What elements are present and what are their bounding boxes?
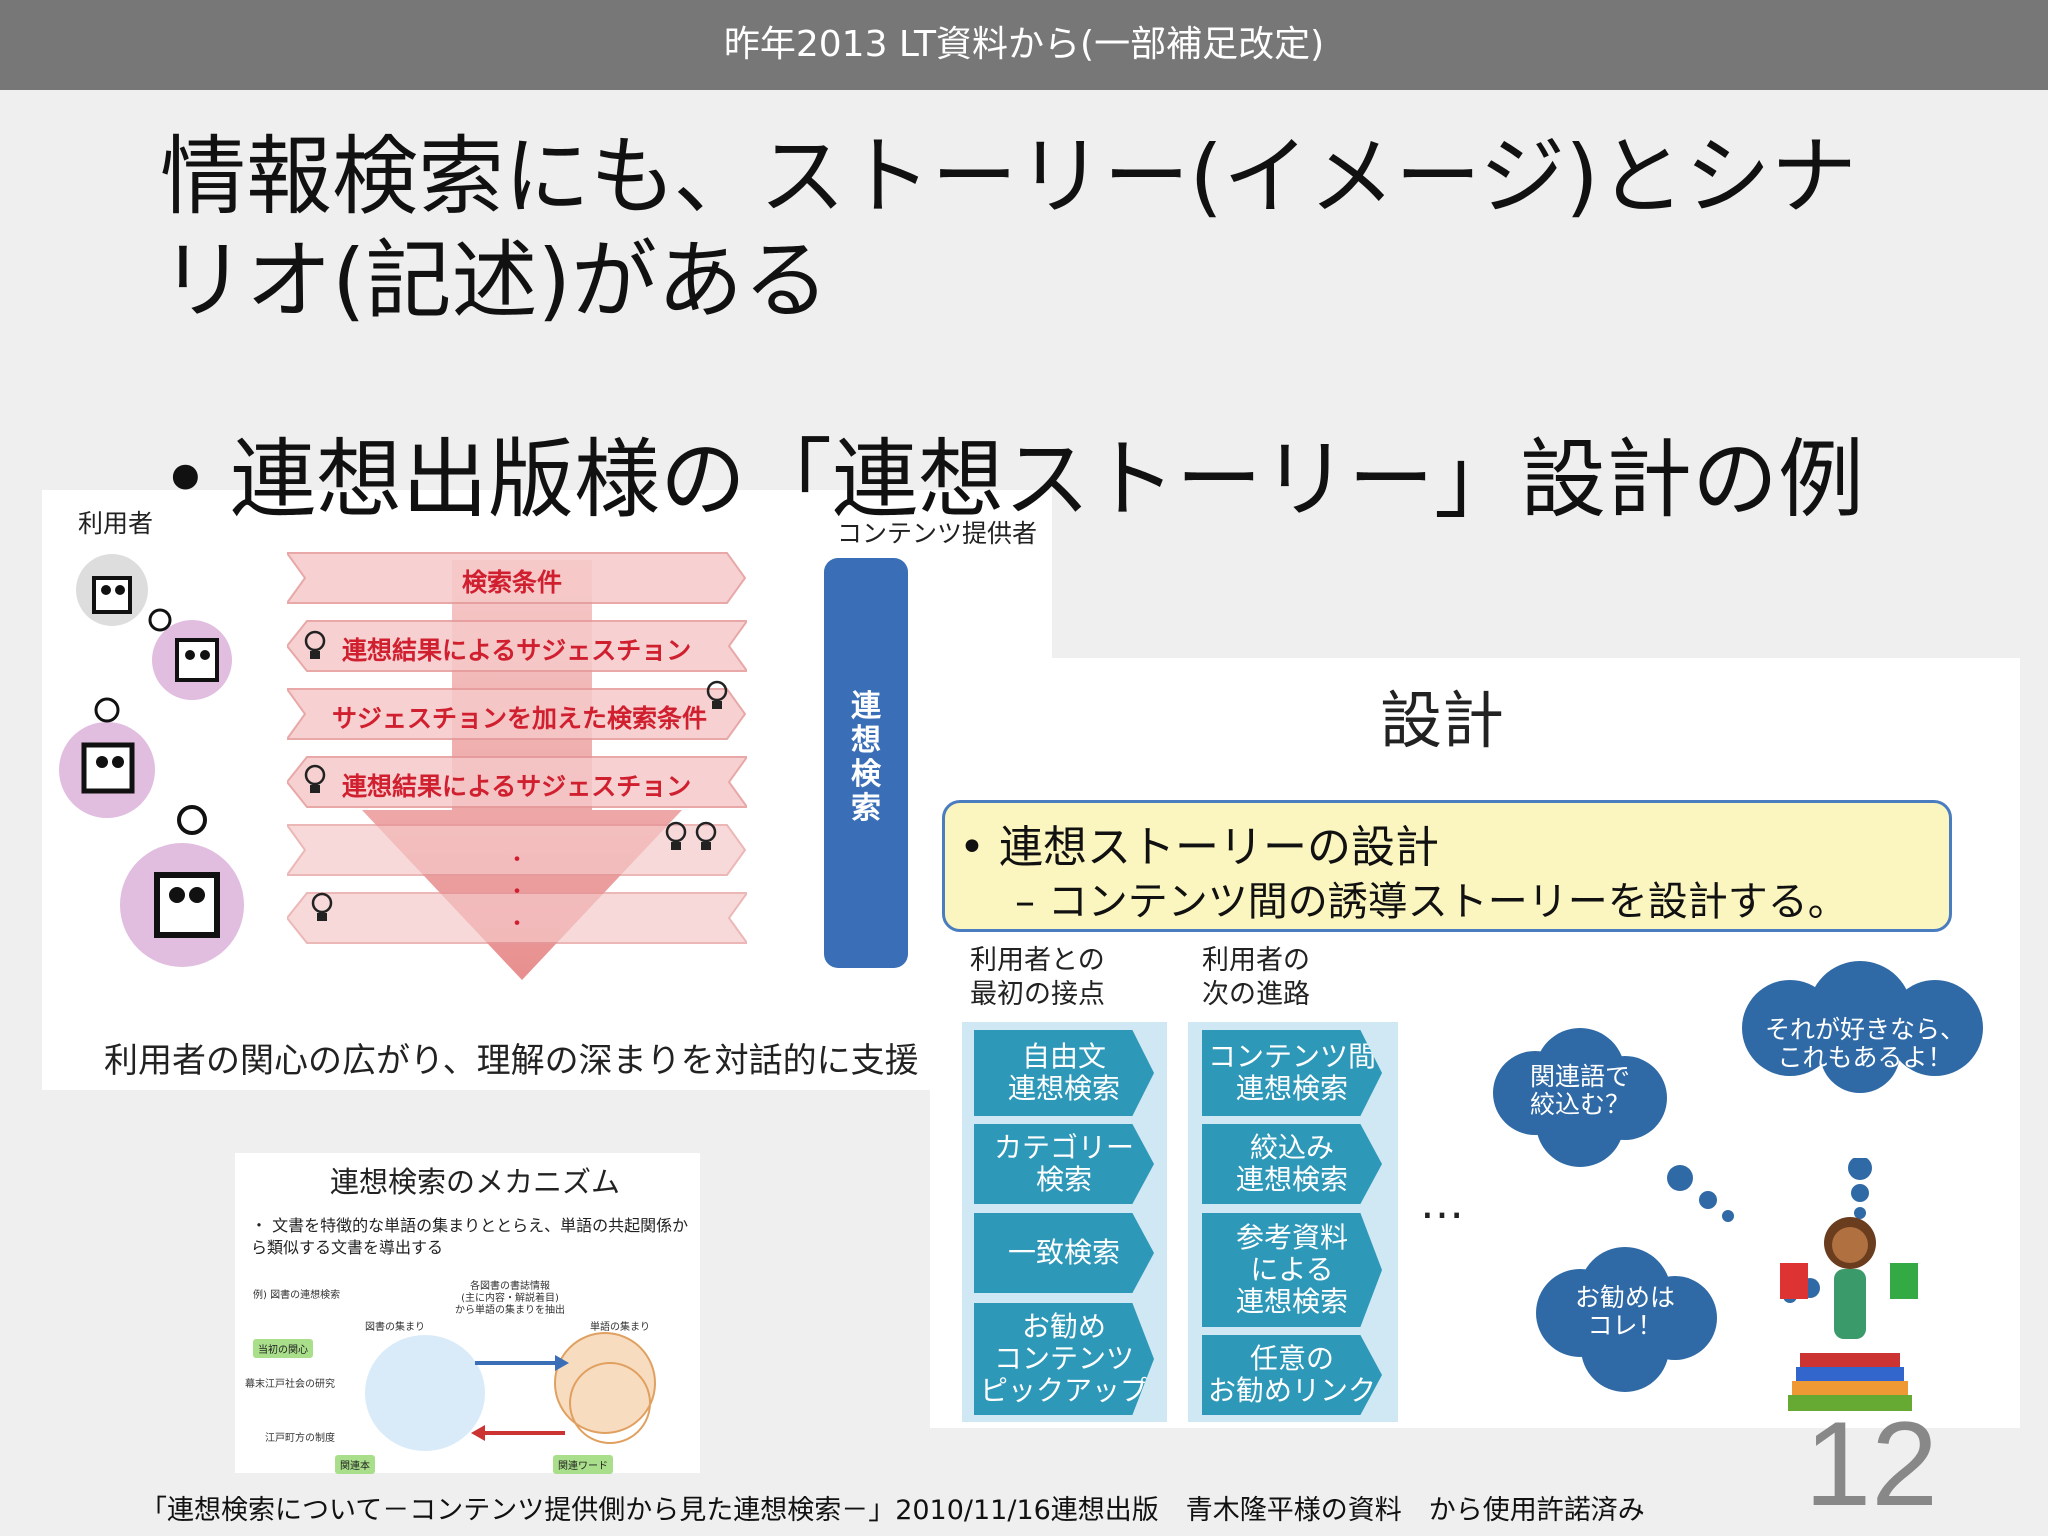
provider-label: コンテンツ提供者 <box>837 519 1038 548</box>
step-chevron-6 <box>287 892 747 944</box>
inset-description: ・ 文書を特徴的な単語の集まりととらえ、単語の共起関係から類似する文書を導出する <box>251 1216 689 1257</box>
reader-person-icon <box>1780 1217 1918 1411</box>
step-chevron-1 <box>287 552 747 604</box>
continuation-dots: ・ ・ ・ <box>506 848 529 937</box>
thought-cloud-icon <box>1742 961 1983 1093</box>
lightbulb-icon <box>304 630 326 659</box>
inset-topic1: 幕末江戸社会の研究 <box>245 1379 335 1390</box>
design-figure: 設計 • 連想ストーリーの設計 – コンテンツ間の誘導ストーリーを設計する。 利… <box>930 658 2020 1428</box>
association-search-bar <box>824 558 908 968</box>
lightbulb-icon <box>706 680 728 709</box>
thought-cloud-icon <box>1493 1028 1667 1167</box>
user-icon <box>148 608 232 700</box>
inset-info-label: 各図書の書誌情報 (主に内容・解説着目) から単語の集まりを抽出 <box>455 1281 565 1316</box>
step-label-1: 検索条件 <box>462 568 563 597</box>
next-narrowing-search: 絞込み 連想検索 <box>1202 1124 1382 1204</box>
col1-heading: 利用者との 最初の接点 <box>970 945 1105 1010</box>
bullet-text: 連想出版様の「連想ストーリー」設計の例 <box>230 430 1864 530</box>
source-credit: 「連想検索について－コンテンツ提供側から見た連想検索－」2010/11/16連想… <box>140 1495 1645 1526</box>
step-label-4: 連想結果によるサジェスチョン <box>342 772 692 801</box>
entry-free-text-search: 自由文 連想検索 <box>974 1030 1154 1116</box>
entry-exact-search: 一致検索 <box>974 1213 1154 1293</box>
inset-books-label: 図書の集まり <box>365 1322 425 1333</box>
inset-title: 連想検索のメカニズム <box>330 1165 621 1199</box>
lightbulb-icon <box>665 821 717 850</box>
inset-related-book-tag: 関連本 <box>335 1455 375 1474</box>
next-inter-content-search: コンテンツ間 連想検索 <box>1202 1030 1382 1116</box>
inset-words-label: 単語の集まり <box>590 1322 650 1333</box>
entry-recommended-pickup: お勧め コンテンツ ピックアップ <box>974 1303 1154 1415</box>
step-chevron-4 <box>287 756 747 808</box>
step-chevron-5 <box>287 824 747 876</box>
next-recommended-link: 任意の お勧めリンク <box>1202 1335 1382 1415</box>
col2-heading: 利用者の 次の進路 <box>1202 945 1310 1010</box>
design-title: 設計 <box>1380 684 1505 757</box>
bullet-point: •連想出版様の「連想ストーリー」設計の例 <box>160 430 1864 530</box>
figure-caption: 利用者の関心の広がり、理解の深まりを対話的に支援 <box>104 1041 919 1081</box>
inset-example-label: 例) 図書の連想検索 <box>253 1290 341 1301</box>
design-summary-box: • 連想ストーリーの設計 – コンテンツ間の誘導ストーリーを設計する。 <box>942 800 1952 932</box>
entry-category-search: カテゴリー 検索 <box>974 1124 1154 1204</box>
inset-related-word-tag: 関連ワード <box>553 1455 613 1474</box>
header-bar: 昨年2013 LT資料から(一部補足改定) <box>0 0 2048 90</box>
inset-first-tag: 当初の関心 <box>253 1339 313 1358</box>
user-icon <box>59 697 155 818</box>
ellipsis: … <box>1420 1178 1464 1229</box>
cloud-text-recommend: お勧めは コレ！ <box>1574 1283 1675 1340</box>
user-icon <box>76 554 148 626</box>
bullet-dot: • <box>160 430 211 530</box>
design-summary-line2: – コンテンツ間の誘導ストーリーを設計する。 <box>1015 879 1848 925</box>
lightbulb-icon <box>311 892 333 921</box>
user-icon <box>120 805 244 967</box>
inset-topic2: 江戸町方の制度 <box>265 1433 335 1444</box>
user-label: 利用者 <box>78 509 154 538</box>
lightbulb-icon <box>304 764 326 793</box>
cloud-text-also: それが好きなら、 これもあるよ！ <box>1764 1015 1965 1072</box>
step-label-3: サジェスチョンを加えた検索条件 <box>332 704 708 733</box>
cloud-text-narrow: 関連語で 絞込む？ <box>1529 1062 1630 1119</box>
design-summary-line1: • 連想ストーリーの設計 <box>959 822 1439 873</box>
association-search-label: 連想検索 <box>851 689 881 826</box>
step-chevron-2 <box>287 620 747 672</box>
next-reference-search: 参考資料 による 連想検索 <box>1202 1213 1382 1327</box>
page-number: 12 <box>1804 1397 1938 1531</box>
mechanism-inset: 連想検索のメカニズム ・ 文書を特徴的な単語の集まりととらえ、単語の共起関係から… <box>235 1153 700 1474</box>
thought-cloud-icon <box>1536 1247 1717 1392</box>
header-text: 昨年2013 LT資料から(一部補足改定) <box>723 24 1325 65</box>
slide-title: 情報検索にも、ストーリー(イメージ)とシナリオ(記述)がある <box>160 127 1857 331</box>
story-figure: 利用者 コンテンツ提供者 検索条件 連想結果によるサジェスチョン サジェスチョン… <box>42 490 1052 1090</box>
step-label-2: 連想結果によるサジェスチョン <box>342 636 692 665</box>
venn-diagram <box>365 1332 656 1451</box>
